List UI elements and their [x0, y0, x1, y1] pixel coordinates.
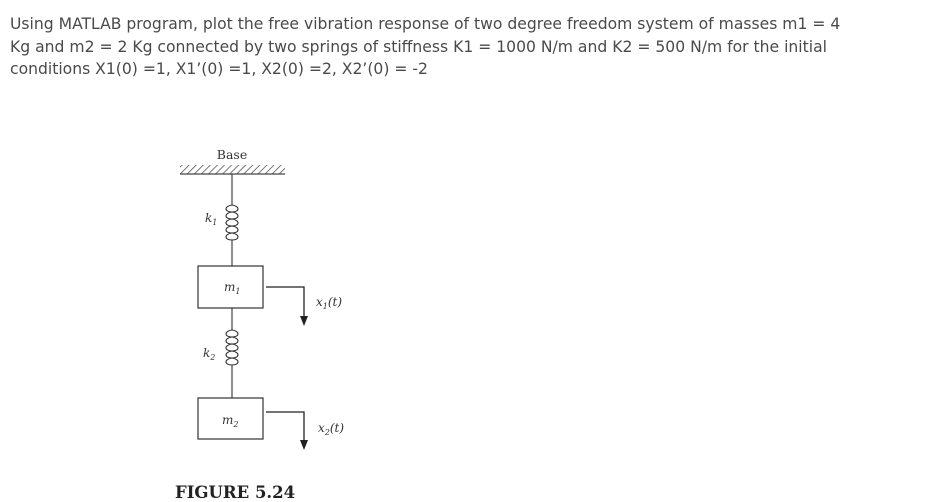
mass-m2-label: m2 [222, 413, 238, 429]
mass-m1 [197, 265, 264, 309]
spring-k1 [225, 174, 239, 266]
x1-arrowhead [300, 316, 308, 326]
x1-displacement-arrow [266, 286, 305, 320]
mass-m2 [197, 397, 264, 440]
spring-k1-label: k1 [205, 211, 217, 227]
x2-displacement-arrow [266, 411, 305, 444]
base-label: Base [217, 147, 247, 162]
figure-caption: FIGURE 5.24 [175, 483, 295, 502]
mass-m1-label: m1 [224, 280, 240, 296]
x2-arrowhead [300, 440, 308, 450]
spring-k2-label: k2 [203, 346, 215, 362]
spring-k2 [225, 308, 239, 398]
question-line-1: Using MATLAB program, plot the free vibr… [10, 15, 841, 33]
question-line-3: conditions X1(0) =1, X1’(0) =1, X2(0) =2… [10, 60, 428, 78]
question-text: Using MATLAB program, plot the free vibr… [10, 13, 928, 81]
x1-label: x1(t) [316, 295, 342, 311]
base-hatch [180, 165, 285, 174]
question-line-2: Kg and m2 = 2 Kg connected by two spring… [10, 37, 827, 56]
x2-label: x2(t) [318, 421, 344, 437]
